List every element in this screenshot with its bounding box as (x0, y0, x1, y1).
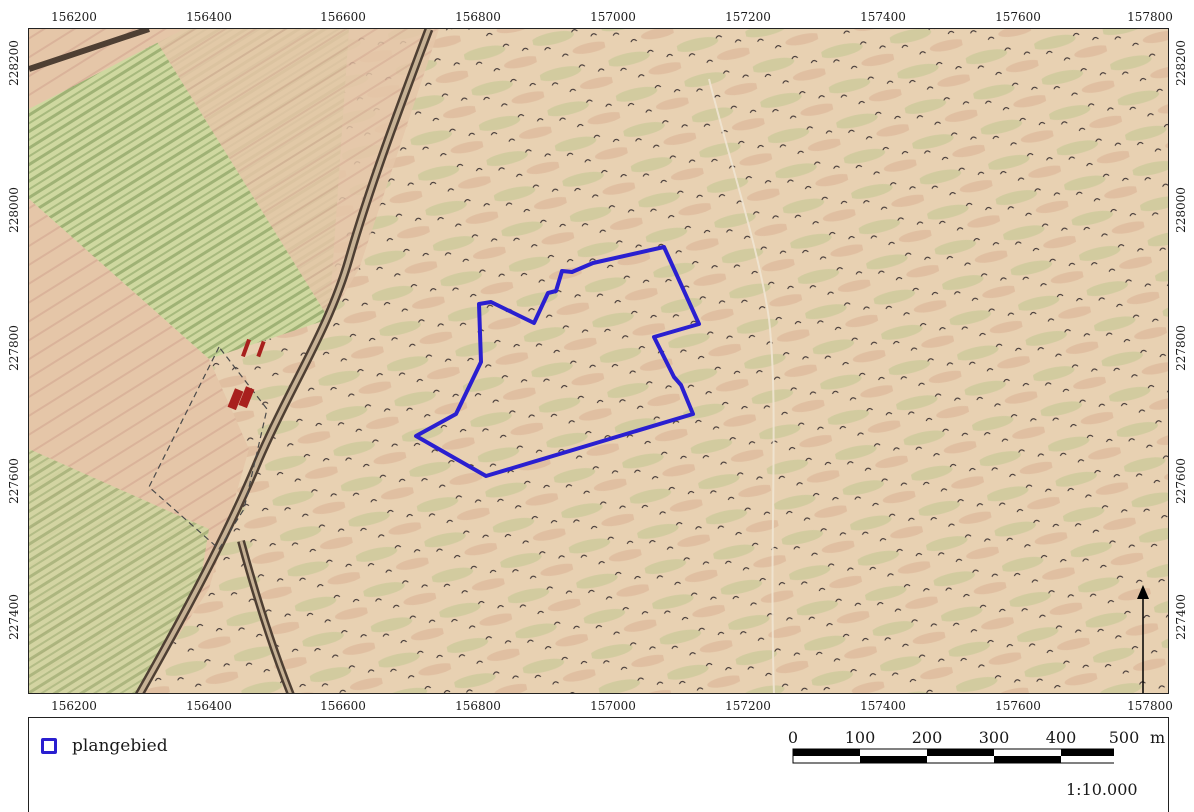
scale-label: 0 (787, 728, 799, 747)
x-tick-label: 156800 (455, 699, 501, 713)
x-tick-label: 157400 (860, 10, 906, 24)
plangebied-boundary (414, 245, 701, 478)
scale-unit: m (1150, 728, 1166, 747)
scale-bar (792, 748, 1114, 764)
x-tick-label: 157600 (995, 10, 1041, 24)
historic-map-image (29, 29, 1168, 693)
y-tick-label: 227600 (7, 458, 21, 504)
x-tick-label: 156800 (455, 10, 501, 24)
blue-outline-square-icon (41, 738, 57, 754)
x-tick-label: 157200 (725, 699, 771, 713)
y-tick-label: 227800 (1174, 325, 1188, 371)
y-tick-label: 228000 (7, 187, 21, 233)
x-tick-label: 157800 (1127, 699, 1173, 713)
scale-label: 400 (1045, 728, 1077, 747)
x-tick-label: 157400 (860, 699, 906, 713)
scale-label: 200 (911, 728, 943, 747)
x-tick-label: 157200 (725, 10, 771, 24)
scale-label: 100 (844, 728, 876, 747)
x-tick-label: 156600 (320, 10, 366, 24)
x-tick-label: 156600 (320, 699, 366, 713)
y-tick-label: 227800 (7, 325, 21, 371)
x-tick-label: 157600 (995, 699, 1041, 713)
scale-ratio: 1:10.000 (1066, 780, 1138, 799)
x-tick-label: 156200 (51, 699, 97, 713)
building (256, 340, 266, 358)
building (238, 386, 255, 409)
scale-label: 300 (978, 728, 1010, 747)
x-tick-label: 157800 (1127, 10, 1173, 24)
y-tick-label: 227600 (1174, 458, 1188, 504)
farm-enclosure (148, 345, 268, 550)
scale-label: 500 (1108, 728, 1140, 747)
stream (708, 78, 775, 693)
x-tick-label: 157000 (590, 699, 636, 713)
y-tick-label: 228200 (7, 40, 21, 86)
x-tick-label: 156400 (186, 699, 232, 713)
north-arrow-icon (1137, 585, 1149, 693)
legend-label: plangebied (72, 736, 168, 756)
x-tick-label: 156200 (51, 10, 97, 24)
y-tick-label: 228200 (1174, 40, 1188, 86)
top-left-road (29, 29, 150, 72)
building (241, 338, 251, 358)
left-field-pink-2 (149, 29, 439, 319)
map-frame[interactable] (28, 28, 1169, 694)
building (227, 388, 244, 411)
x-tick-label: 157000 (590, 10, 636, 24)
y-tick-label: 228000 (1174, 187, 1188, 233)
legend-panel: plangebied (28, 717, 1169, 812)
left-field-lower-green (29, 449, 209, 693)
y-tick-label: 227400 (1174, 594, 1188, 640)
y-tick-label: 227400 (7, 594, 21, 640)
x-tick-label: 156400 (186, 10, 232, 24)
